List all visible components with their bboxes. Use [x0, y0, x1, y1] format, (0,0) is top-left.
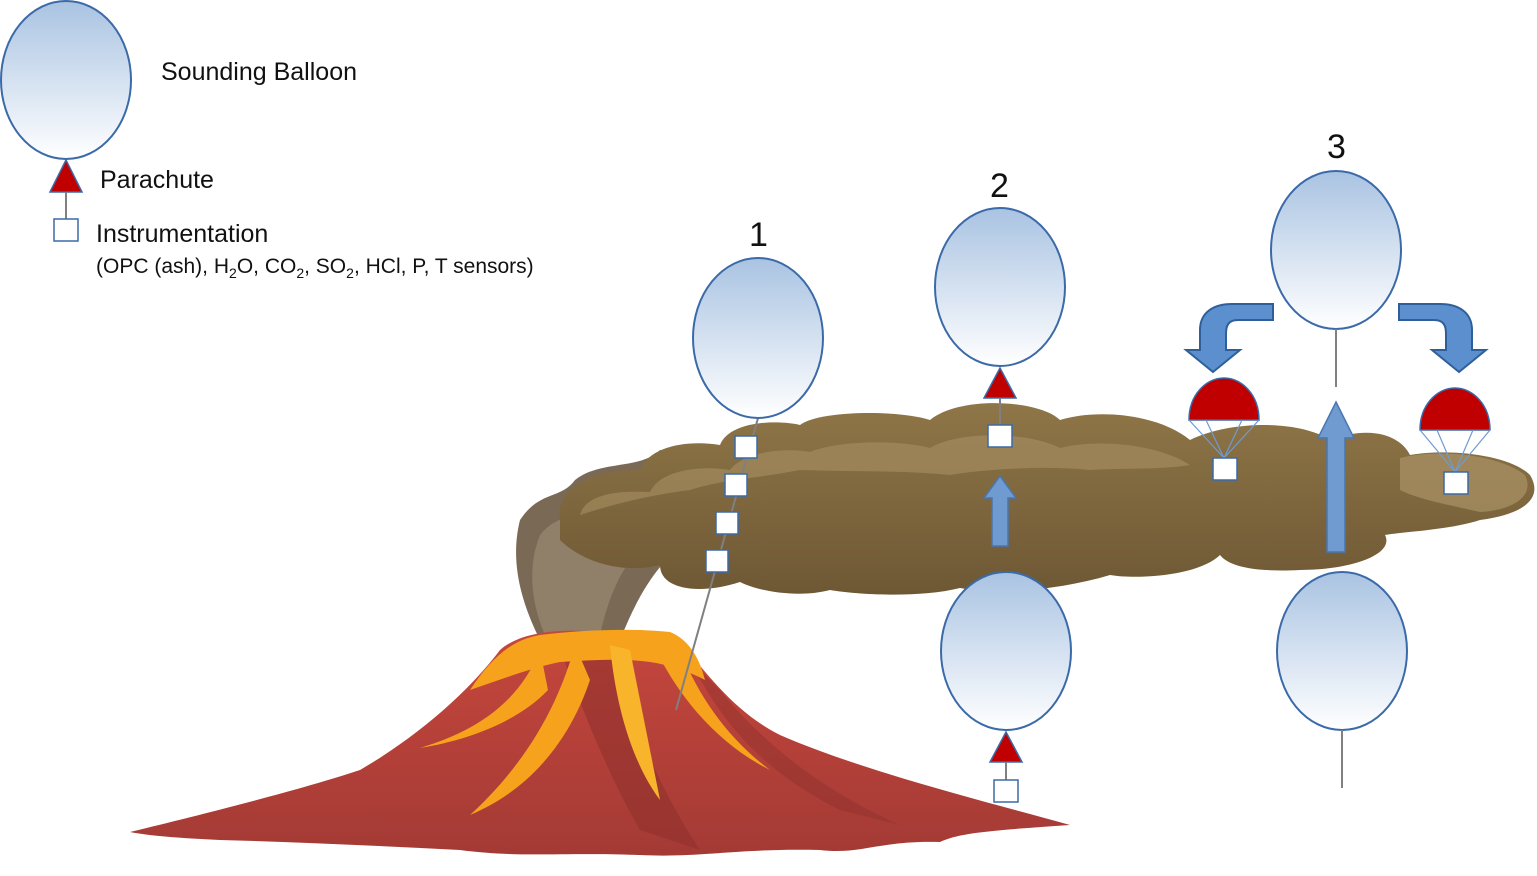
- legend-balloon-label: Sounding Balloon: [161, 58, 357, 86]
- scenario-1-instrument-1: [734, 435, 758, 459]
- ash-cloud-main: [559, 403, 1535, 595]
- lava-flow-left: [420, 650, 548, 748]
- scenario-2-ascent-arrow: [982, 474, 1018, 547]
- scenario-3-parachute-left: [1188, 377, 1260, 421]
- scenario-2-balloon-upper: [934, 207, 1066, 367]
- scenario-3-parachute-right-lines: [1419, 429, 1491, 473]
- ash-cloud-highlight: [580, 435, 1190, 515]
- legend-instrumentation-label: Instrumentation: [96, 220, 268, 248]
- scenario-1-instrument-2: [724, 473, 748, 497]
- legend: Sounding Balloon Parachute Instrumentati…: [0, 0, 534, 281]
- legend-balloon-icon: [0, 0, 132, 160]
- lava-crater: [470, 629, 705, 690]
- scenario-3: 3: [1183, 128, 1491, 788]
- lava-flow-center: [470, 645, 590, 815]
- scenario-2: 2: [934, 167, 1072, 803]
- scenario-2-parachute-upper: [982, 366, 1018, 399]
- scenario-1-instrument-3: [715, 511, 739, 535]
- legend-sensors-list: (OPC (ash), H2O, CO2, SO2, HCl, P, T sen…: [96, 255, 534, 281]
- lava-flow-middle: [610, 645, 660, 800]
- legend-parachute-label: Parachute: [100, 166, 214, 194]
- scenario-2-parachute-lower: [988, 730, 1024, 763]
- scenario-3-instrument-left: [1212, 457, 1238, 481]
- scenario-3-number: 3: [1327, 128, 1346, 166]
- scenario-2-number: 2: [990, 167, 1009, 205]
- scenario-3-instrument-right: [1443, 471, 1469, 495]
- lava-flow-right: [655, 648, 770, 770]
- scenario-3-balloon-upper: [1270, 170, 1402, 330]
- scenario-1-number: 1: [749, 216, 768, 254]
- scenario-1-instrument-4: [705, 549, 729, 573]
- scenario-2-instrument-lower: [993, 779, 1019, 803]
- scenario-1: 1: [675, 216, 824, 711]
- scenario-3-release-arrow-right: [1398, 303, 1489, 374]
- scenario-2-balloon-lower: [940, 571, 1072, 731]
- scenario-1-balloon: [692, 257, 824, 419]
- scenario-3-balloon-lower: [1276, 571, 1408, 731]
- legend-parachute-icon: [48, 158, 84, 193]
- scenario-3-ascent-arrow: [1316, 400, 1356, 553]
- scenario-3-parachute-right: [1419, 387, 1491, 431]
- legend-instrument-icon: [53, 218, 79, 242]
- volcano-shadow: [560, 650, 700, 850]
- scenario-2-instrument-upper: [987, 424, 1013, 448]
- scenario-3-release-arrow-left: [1183, 303, 1274, 374]
- scenario-3-parachute-left-lines: [1188, 419, 1260, 459]
- ash-cloud: [559, 403, 1535, 595]
